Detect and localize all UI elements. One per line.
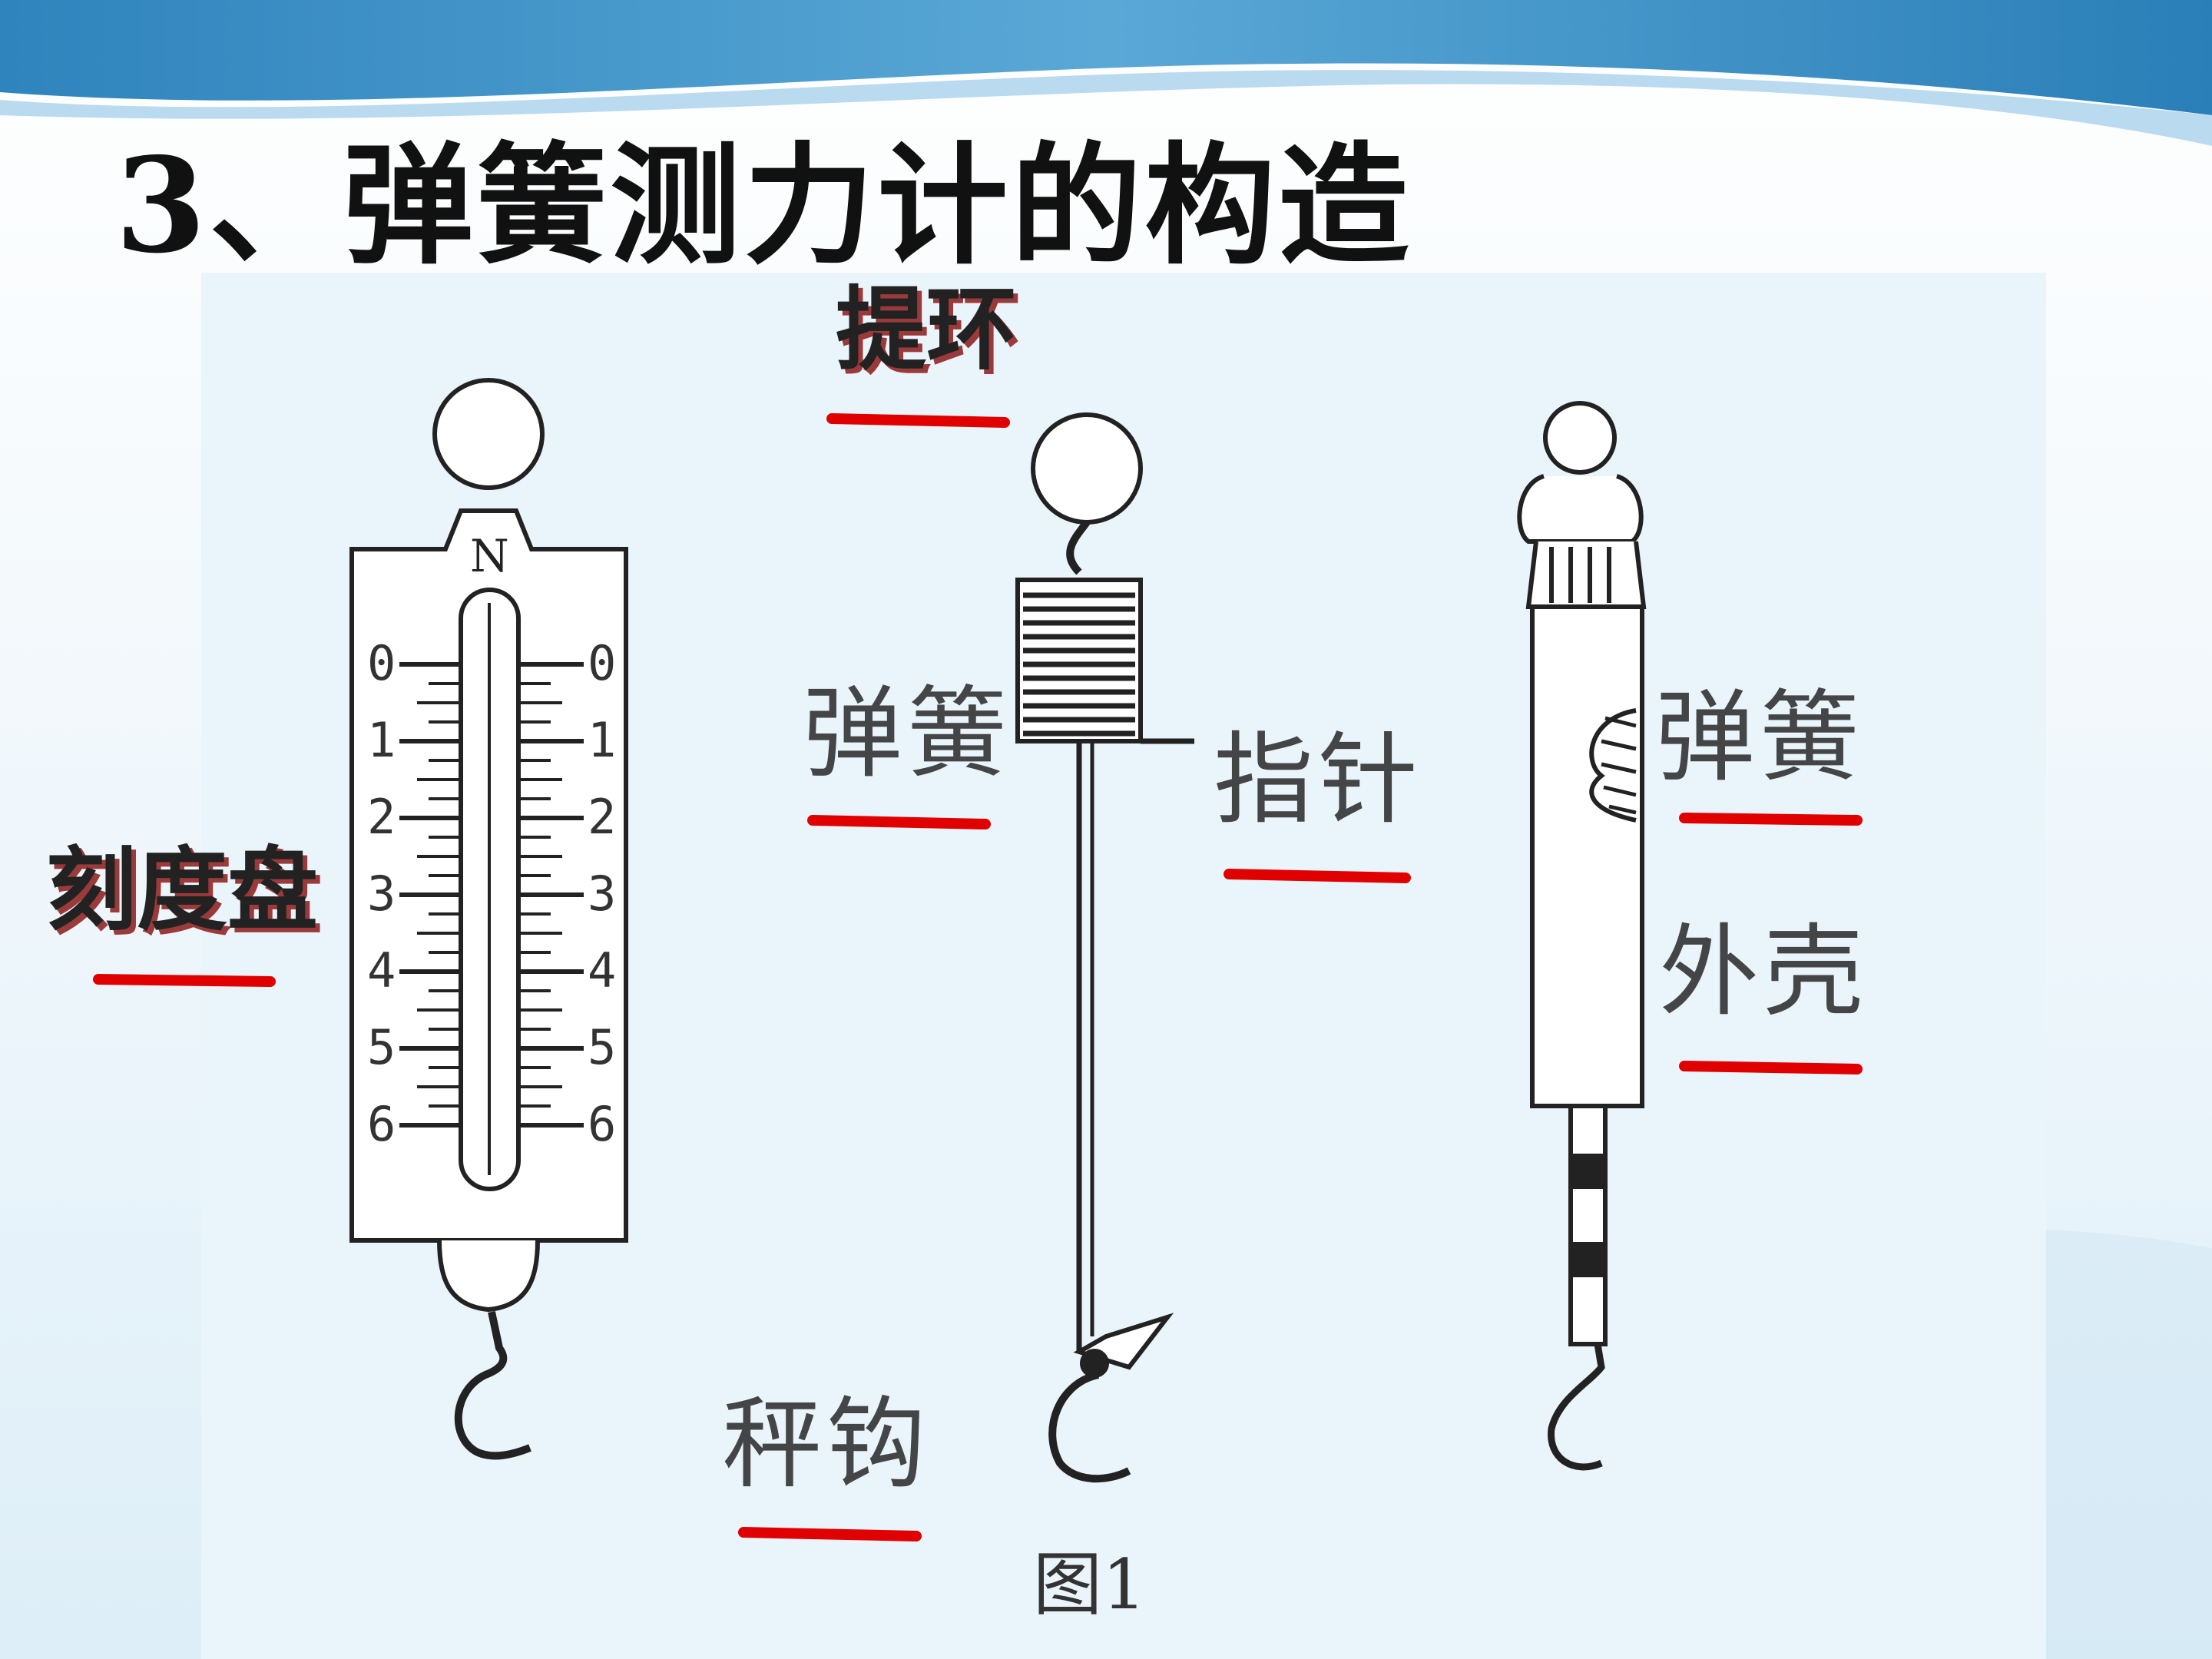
scale-ticks-right: [520, 662, 584, 1128]
scale-number-left: 1: [367, 712, 396, 768]
scale-number-right: 6: [588, 1096, 617, 1152]
scale-number-left: 0: [367, 635, 396, 691]
scale-number-right: 1: [588, 712, 617, 768]
label-tan-huang-right: 弹簧: [1655, 679, 1865, 796]
cylinder-spring-scale: [1517, 401, 1647, 1471]
scale-number-right: 4: [588, 942, 617, 998]
scale-number-right: 0: [588, 635, 617, 691]
top-ring: [432, 378, 545, 490]
right-ring: [1543, 401, 1617, 475]
scale-number-left: 2: [367, 789, 396, 845]
scale-number-left: 5: [367, 1019, 396, 1075]
scale-number-left: 6: [367, 1096, 396, 1152]
underline-cheng-gou: [738, 1527, 922, 1541]
label-underlines: [93, 413, 1863, 1541]
middle-ring: [1031, 412, 1143, 525]
scale-number-right: 5: [588, 1019, 617, 1075]
label-ke-du-pan: 刻度盘: [46, 837, 319, 943]
underline-zhi-zhen: [1224, 869, 1411, 883]
label-ti-huan: 提环: [836, 276, 1018, 382]
underline-wai-ke: [1679, 1061, 1863, 1075]
scale-ticks-left: [399, 662, 459, 1128]
scale-number-right: 3: [588, 866, 617, 922]
dial-type-spring-scale: [349, 378, 628, 1460]
label-cheng-gou: 秤钩: [722, 1386, 932, 1502]
slide-title: 3、弹簧测力计的构造: [115, 129, 1412, 283]
scale-number-right: 2: [588, 789, 617, 845]
label-tan-huang-middle: 弹簧: [803, 675, 1012, 792]
underline-ke-du-pan: [93, 974, 276, 987]
scale-unit: N: [470, 530, 509, 582]
figure-caption: 图1: [1033, 1545, 1147, 1625]
underline-tan-huang-right: [1679, 813, 1863, 826]
scale-number-left: 4: [367, 942, 396, 998]
underline-ti-huan: [826, 413, 1010, 428]
internal-spring-scale: [1015, 412, 1194, 1483]
scale-number-left: 3: [367, 866, 396, 922]
label-wai-ke: 外壳: [1659, 913, 1869, 1030]
label-zhi-zhen: 指针: [1214, 721, 1423, 838]
underline-tan-huang-middle: [807, 815, 991, 830]
